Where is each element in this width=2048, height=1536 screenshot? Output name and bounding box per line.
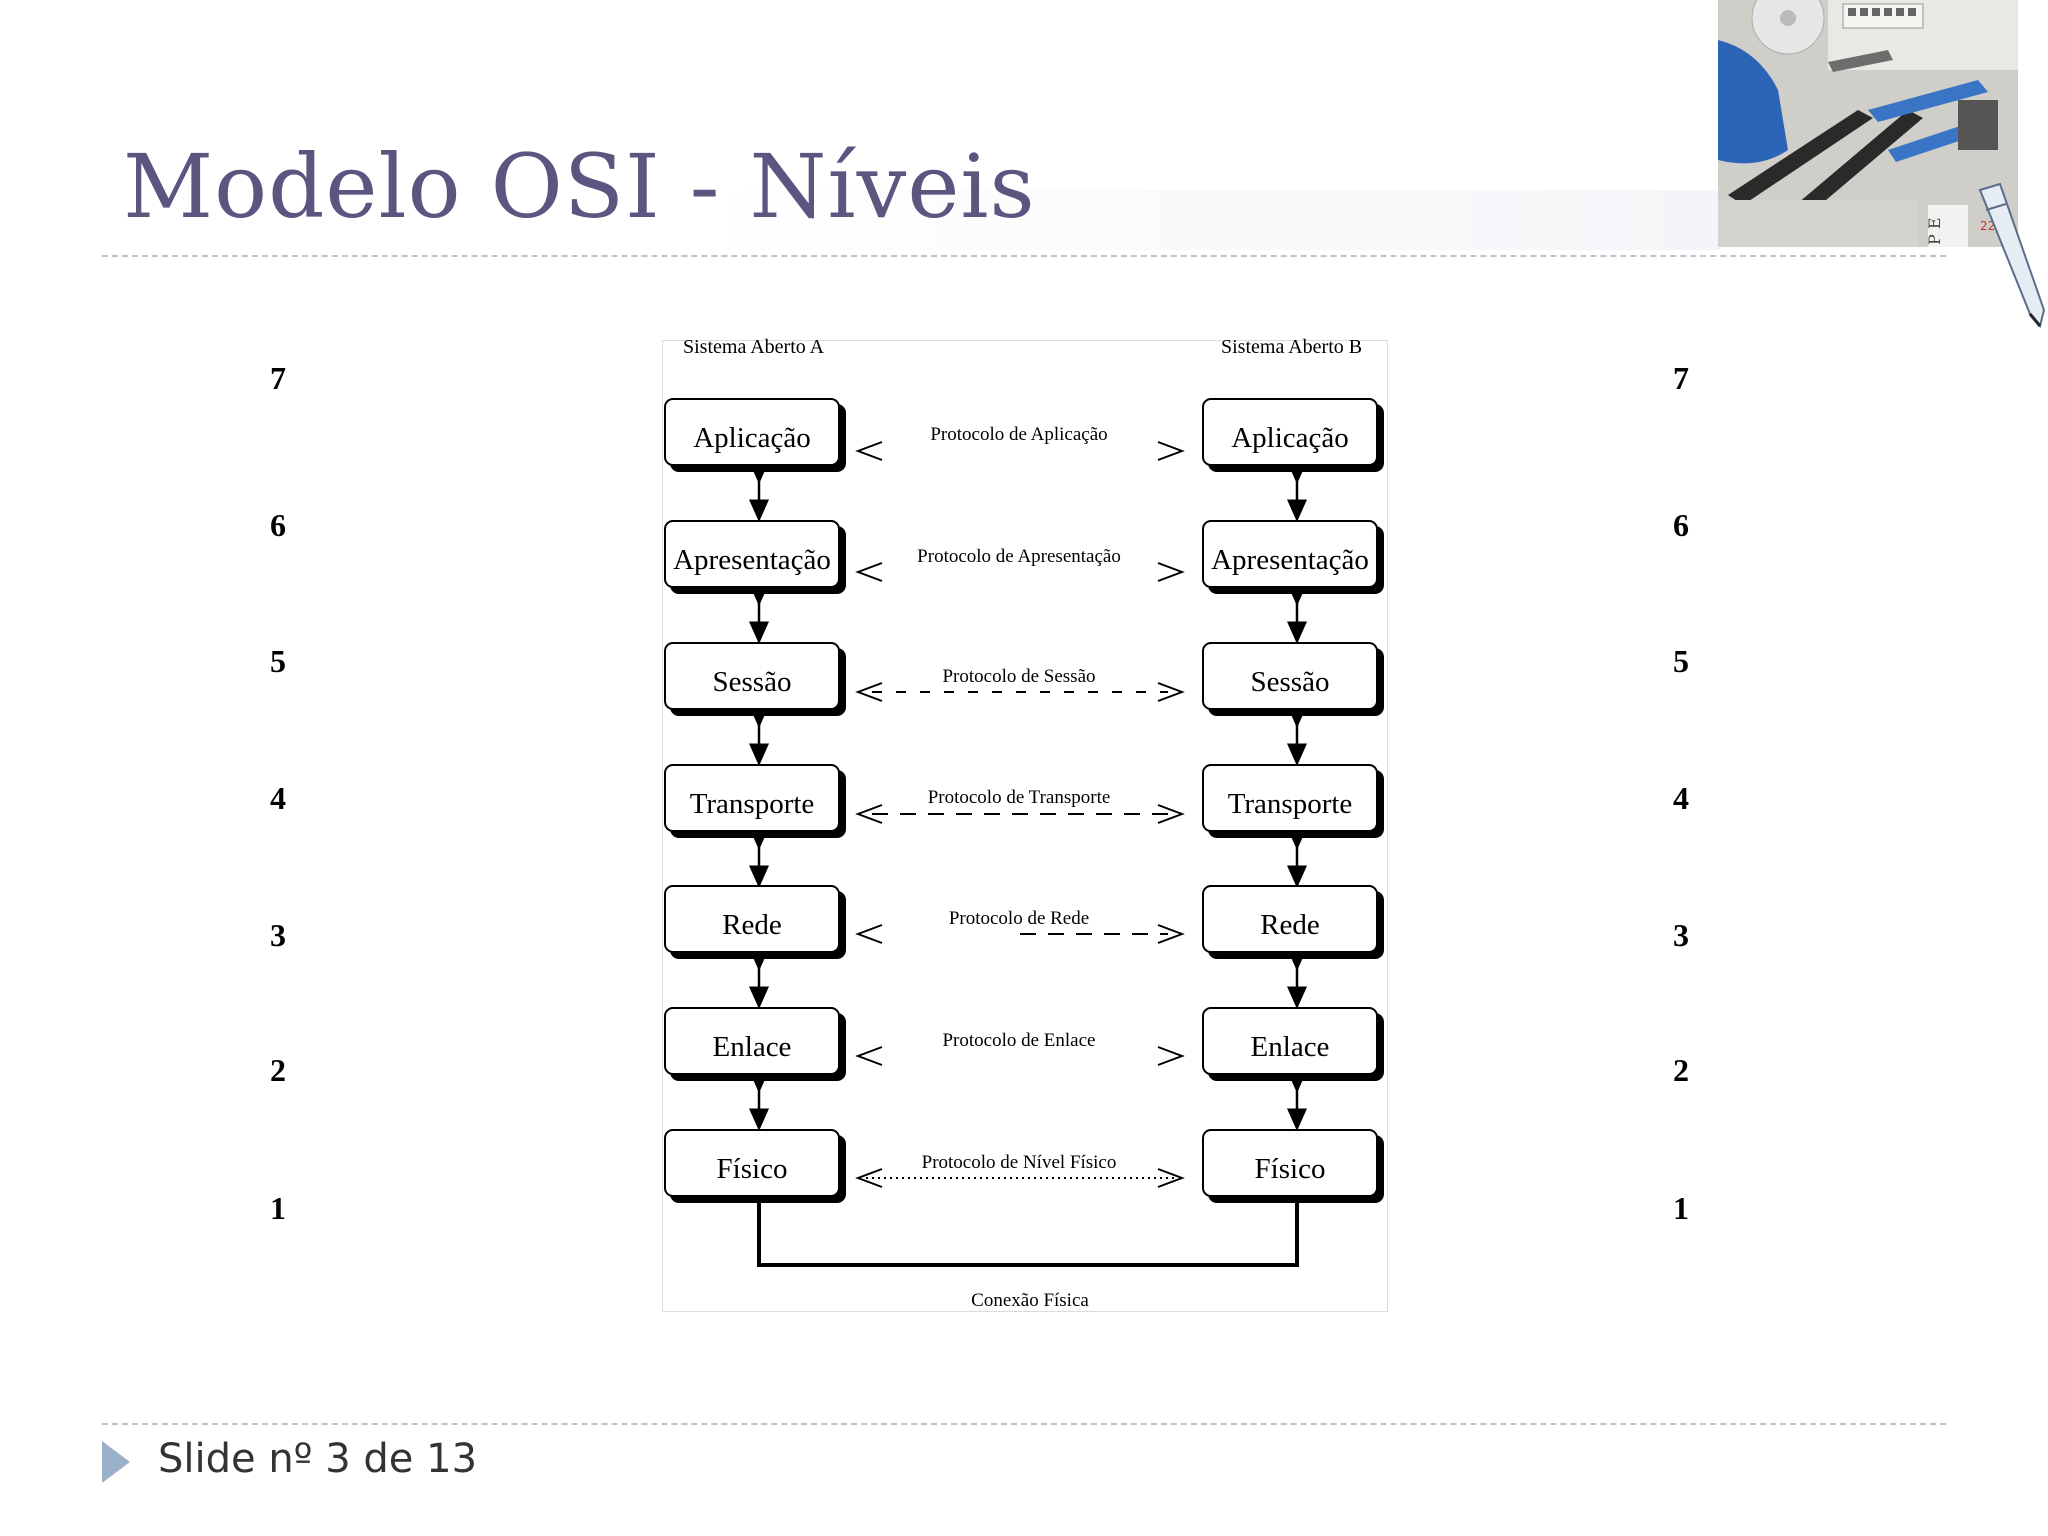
protocol-label-sessao: Protocolo de Sessão [942,666,1096,687]
protocol-label-rede: Protocolo de Rede [948,908,1090,929]
layer-box-a-rede: Rede [664,885,840,953]
protocol-label-transporte: Protocolo de Transporte [927,787,1111,808]
layer-box-b-apresentacao: Apresentação [1202,520,1378,588]
protocol-arrows [855,441,1185,1188]
layer-number-left: 3 [270,917,286,953]
layer-box-b-rede: Rede [1202,885,1378,953]
protocol-label-enlace: Protocolo de Enlace [942,1030,1096,1051]
protocol-label-fisico: Protocolo de Nível Físico [921,1152,1117,1173]
photo-stamp-letters: P E [1925,217,1944,245]
physical-connection-label: Conexão Física [971,1290,1089,1311]
layer-box-b-sessao: Sessão [1202,642,1378,710]
photo-stamp-number: 22 [1980,219,1995,233]
layer-number-left: 5 [270,643,286,679]
layer-number-right: 3 [1673,917,1689,953]
layer-box-b-fisico: Físico [1202,1129,1378,1197]
layer-number-right: 7 [1673,360,1689,396]
pen-icon [1960,180,2048,330]
layer-number-right: 5 [1673,643,1689,679]
layer-number-right: 4 [1673,780,1689,816]
layer-box-a-aplicacao: Aplicação [664,398,840,466]
top-divider [102,255,1946,257]
slide-number: Slide nº 3 de 13 [158,1436,478,1482]
protocol-label-aplicacao: Protocolo de Aplicação [930,424,1108,445]
layer-number-left: 1 [270,1190,286,1226]
slide-title: Modelo OSI - Níveis [123,135,1036,238]
layer-number-right: 1 [1673,1190,1689,1226]
layer-box-b-transporte: Transporte [1202,764,1378,832]
layer-box-a-enlace: Enlace [664,1007,840,1075]
layer-box-a-sessao: Sessão [664,642,840,710]
layer-box-b-enlace: Enlace [1202,1007,1378,1075]
network-tools-photo-icon: P E 22 [1718,0,2018,247]
title-band [700,190,1720,250]
system-b-label: Sistema Aberto B [1221,336,1363,358]
layer-number-left: 2 [270,1052,286,1088]
layer-box-a-fisico: Físico [664,1129,840,1197]
bottom-divider [102,1423,1946,1425]
layer-box-a-apresentacao: Apresentação [664,520,840,588]
layer-box-a-transporte: Transporte [664,764,840,832]
layer-number-right: 2 [1673,1052,1689,1088]
layer-number-right: 6 [1673,507,1689,543]
layer-number-left: 6 [270,507,286,543]
physical-connection-line [757,1198,1299,1267]
system-a-label: Sistema Aberto A [683,336,825,358]
layer-number-left: 7 [270,360,286,396]
layer-box-b-aplicacao: Aplicação [1202,398,1378,466]
protocol-label-apresentacao: Protocolo de Apresentação [917,546,1121,567]
play-arrow-icon [102,1441,130,1483]
layer-number-left: 4 [270,780,286,816]
